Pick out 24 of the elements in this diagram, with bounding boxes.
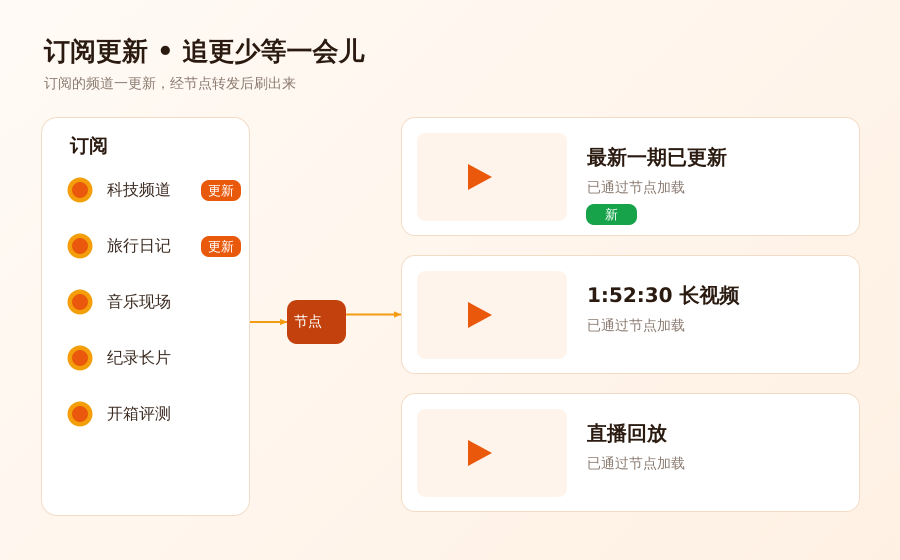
panel-heading: 订阅 [70, 135, 108, 158]
video-card [401, 117, 860, 236]
update-badge: 新 [586, 204, 637, 225]
video-status: 已通过节点加载 [587, 456, 685, 473]
arrow [346, 311, 402, 318]
video-title: 直播回放 [587, 421, 667, 445]
update-badge: 更新 [201, 180, 241, 201]
channel-name: 音乐现场 [107, 292, 171, 312]
arrow [250, 318, 288, 326]
channel-name: 科技频道 [107, 180, 171, 200]
video-title: 最新一期已更新 [587, 145, 727, 169]
channel-name: 开箱评测 [107, 404, 171, 424]
video-status: 已通过节点加载 [587, 180, 685, 197]
video-status: 已通过节点加载 [587, 318, 685, 335]
video-card [401, 255, 860, 374]
subtitle: 订阅的频道一更新，经节点转发后刷出来 [44, 76, 296, 93]
diagram-title: 订阅更新 • 追更少等一会儿 [44, 37, 365, 68]
subscription-panel [41, 117, 250, 516]
video-title: 1:52:30 长视频 [587, 283, 740, 307]
relay-node-box: 节点 [287, 300, 346, 344]
channel-name: 旅行日记 [107, 236, 171, 256]
video-card [401, 393, 860, 512]
update-badge: 更新 [201, 236, 241, 257]
channel-name: 纪录长片 [107, 348, 171, 368]
